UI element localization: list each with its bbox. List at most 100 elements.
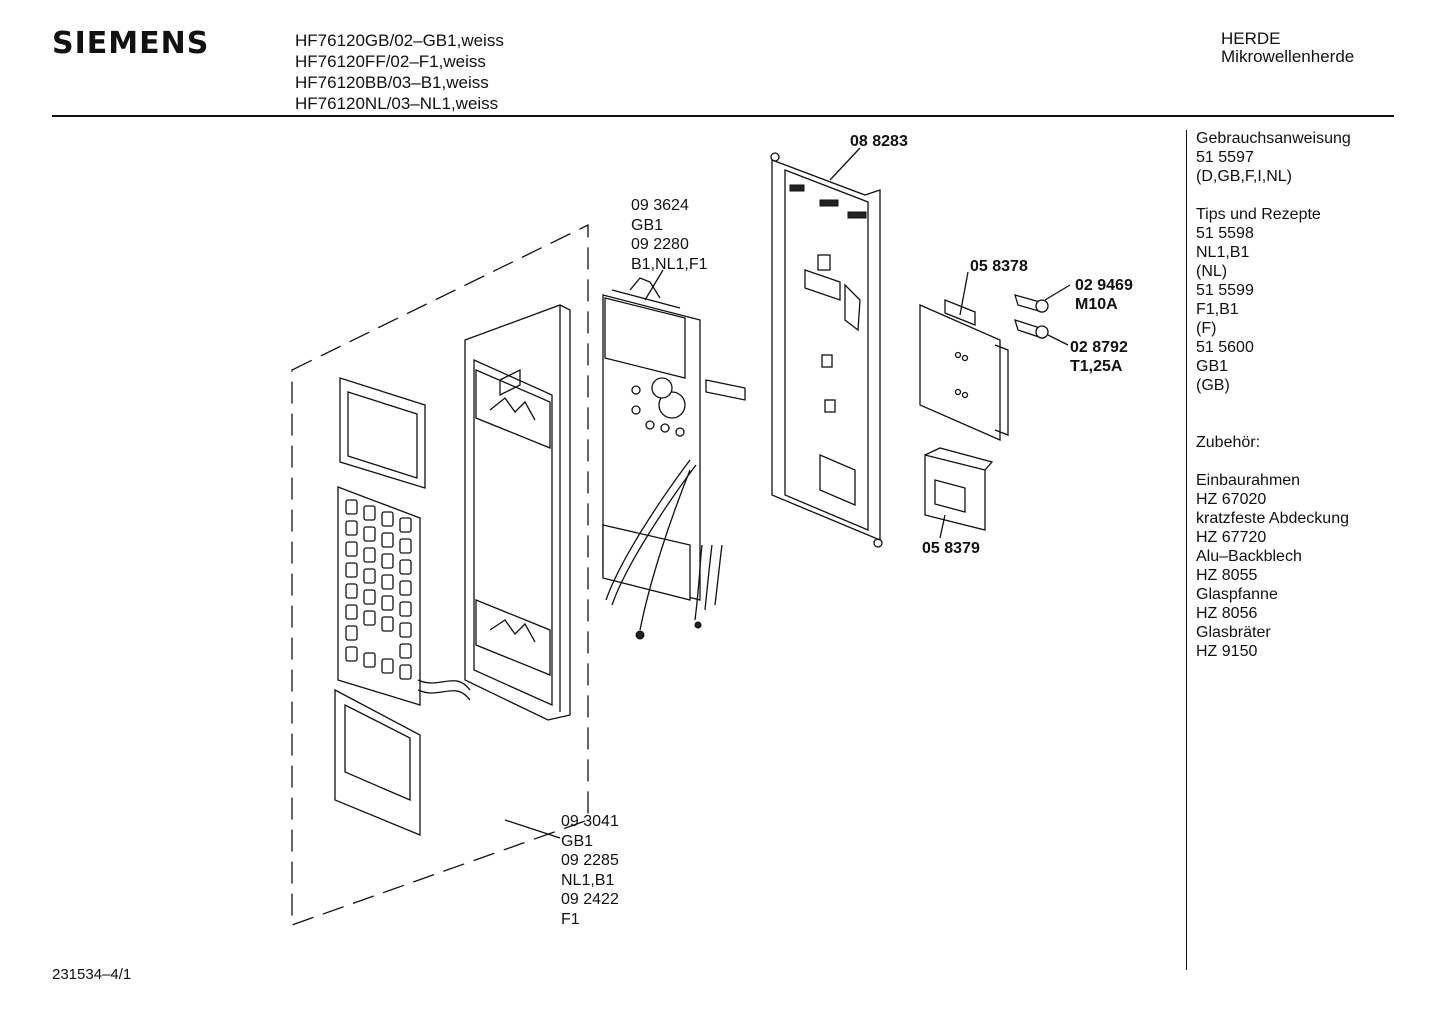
keypad-key [399,664,412,680]
sidebar-gap [1196,452,1351,471]
front-frame [464,304,571,721]
keypad-key [381,616,394,632]
model-list: HF76120GB/02–GB1,weiss HF76120FF/02–F1,w… [295,30,504,114]
sidebar-gap [1196,186,1351,205]
keypad-key [399,643,412,659]
lower-cover [334,688,421,836]
sidebar-line: (GB) [1196,377,1230,394]
keypad-key [345,499,358,515]
label-transformer: 05 8379 [922,540,980,557]
keypad-key [381,574,394,590]
sidebar-gap [1196,414,1351,433]
model-line: HF76120BB/03–B1,weiss [295,73,489,92]
exploded-view-drawing [291,147,1071,926]
sidebar-line: (NL) [1196,263,1228,280]
sidebar-line: HZ 8056 [1196,605,1258,622]
keypad-key [345,625,358,641]
category-subtitle: Mikrowellenherde [1221,47,1355,66]
label-line: M10A [1075,296,1118,313]
sidebar-line: HZ 67720 [1196,529,1267,546]
sidebar-line: NL1,B1 [1196,244,1250,261]
keypad-key [345,646,358,662]
sidebar-line: Alu–Backblech [1196,548,1302,565]
fuse-m10a [1014,294,1049,313]
model-line: HF76120FF/02–F1,weiss [295,52,486,71]
sidebar-line: F1,B1 [1196,301,1239,318]
brand-logo: SIEMENS [52,26,210,61]
sidebar-line: (F) [1196,320,1217,337]
sidebar-line: HZ 8055 [1196,567,1258,584]
keypad-foil [337,486,471,706]
keypad-key [381,553,394,569]
keypad-key [363,526,376,542]
label-fuse-2: 02 8792 T1,25A [1070,338,1128,376]
label-line: 09 3041 [561,813,619,830]
keypad-key [399,559,412,575]
keypad-key [363,505,376,521]
sidebar-line: HZ 67020 [1196,491,1267,508]
keypad-key [399,538,412,554]
label-line: 02 8792 [1070,339,1128,356]
label-line: F1 [561,910,580,928]
sidebar-line: kratzfeste Abdeckung [1196,510,1349,527]
control-board [602,277,746,640]
keypad-key [345,541,358,557]
label-back-frame: 08 8283 [850,133,908,150]
fuse-t125a [1014,319,1049,339]
keypad-key [363,589,376,605]
sidebar-line: Einbaurahmen [1196,472,1301,489]
keypad-key [399,517,412,533]
keypad-key [381,532,394,548]
keypad-key [381,595,394,611]
sidebar-line: 51 5599 [1196,282,1254,299]
keypad-key [399,622,412,638]
label-power-module: 05 8378 [970,258,1028,275]
label-line: 02 9469 [1075,277,1133,294]
keypad-key [381,658,394,674]
model-line: HF76120NL/03–NL1,weiss [295,94,499,113]
leader-lines [504,147,1071,839]
keypad-key [363,610,376,626]
keypad-key [345,562,358,578]
label-line: 09 2280 [631,236,689,253]
model-line: HF76120GB/02–GB1,weiss [295,31,504,50]
label-line: 09 3624 [631,197,689,214]
label-line: NL1,B1 [561,871,615,889]
sidebar-line: Zubehör: [1196,434,1261,451]
label-line: T1,25A [1070,358,1123,375]
keypad-key [363,547,376,563]
sidebar-line: 51 5598 [1196,225,1254,242]
label-line: GB1 [561,832,594,850]
keypad-key [381,511,394,527]
keypad-key [399,580,412,596]
transformer [924,447,994,531]
label-panel: 09 3041 GB1 09 2285 NL1,B1 09 2422 F1 [561,812,619,929]
label-line: 09 2285 [561,852,619,869]
keypad-key [363,652,376,668]
sidebar-line: Glasbräter [1196,624,1271,641]
sidebar-gap [1196,395,1351,414]
sidebar-notes: Gebrauchsanweisung 51 5597 (D,GB,F,I,NL)… [1196,129,1351,661]
sidebar-line: Tips und Rezepte [1196,206,1321,223]
sidebar-line: (D,GB,F,I,NL) [1196,168,1293,185]
drawing-number: 231534–4/1 [52,966,132,983]
panel-plane-outline [291,223,589,926]
keypad-key [345,583,358,599]
label-line: 09 2422 [561,891,619,908]
keypad-key [345,520,358,536]
sidebar-line: GB1 [1196,358,1229,375]
sidebar-line: 51 5597 [1196,149,1254,166]
header-divider [52,115,1394,117]
keypad-key [399,601,412,617]
power-module [919,299,1009,441]
sidebar-divider [1186,130,1187,970]
label-fuse-1: 02 9469 M10A [1075,276,1133,314]
label-line: GB1 [631,216,664,234]
sidebar-line: Gebrauchsanweisung [1196,130,1351,147]
display-window [339,377,426,489]
keypad-key [345,604,358,620]
keypad-key [363,568,376,584]
sidebar-line: Glaspfanne [1196,586,1278,603]
label-line: B1,NL1,F1 [631,255,708,273]
category-block: HERDE Mikrowellenherde [1221,30,1354,66]
